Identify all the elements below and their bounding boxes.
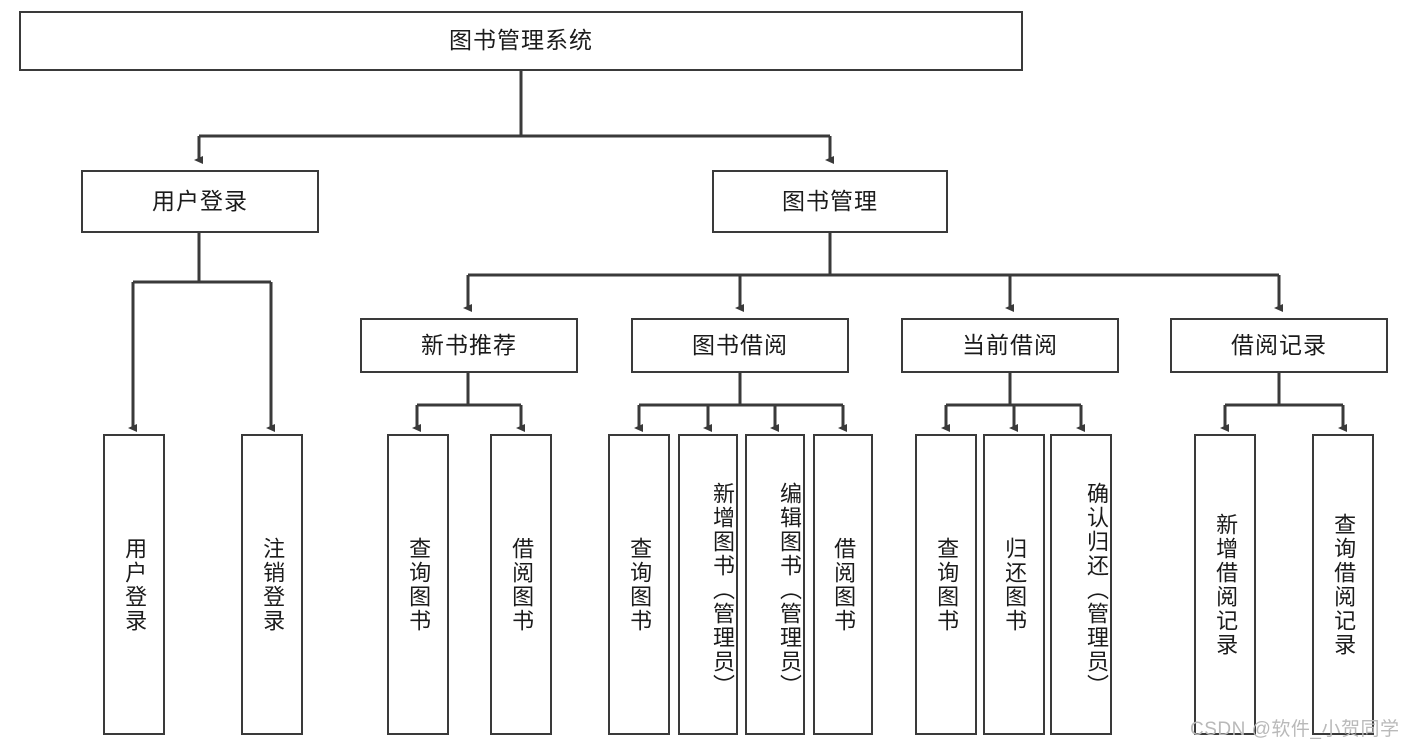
leaf-new-book-borrow-book[interactable]: 借阅图书 — [490, 434, 552, 735]
leaf-current-borrow-query-book-label: 查询图书 — [934, 536, 960, 633]
leaf-user-login-login[interactable]: 用户登录 — [103, 434, 165, 735]
node-new-book-recommend[interactable]: 新书推荐 — [360, 318, 578, 373]
leaf-book-borrow-edit-book-label: 编辑图书（管理员） — [777, 481, 802, 698]
node-user-login[interactable]: 用户登录 — [81, 170, 319, 233]
node-borrow-record[interactable]: 借阅记录 — [1170, 318, 1388, 373]
node-user-login-label: 用户登录 — [152, 187, 248, 214]
leaf-book-borrow-add-book-label: 新增图书（管理员） — [710, 481, 735, 698]
leaf-new-book-borrow-book-label: 借阅图书 — [509, 536, 535, 633]
leaf-borrow-record-add-record[interactable]: 新增借阅记录 — [1194, 434, 1256, 735]
leaf-new-book-query-book[interactable]: 查询图书 — [387, 434, 449, 735]
leaf-current-borrow-query-book[interactable]: 查询图书 — [915, 434, 977, 735]
leaf-user-login-logout[interactable]: 注销登录 — [241, 434, 303, 735]
node-root-system-label: 图书管理系统 — [449, 27, 593, 54]
node-current-borrow[interactable]: 当前借阅 — [901, 318, 1119, 373]
leaf-book-borrow-query-book-label: 查询图书 — [627, 536, 653, 633]
node-new-book-recommend-label: 新书推荐 — [421, 331, 517, 358]
leaf-borrow-record-query-record[interactable]: 查询借阅记录 — [1312, 434, 1374, 735]
leaf-book-borrow-query-book[interactable]: 查询图书 — [608, 434, 670, 735]
leaf-book-borrow-edit-book[interactable]: 编辑图书（管理员） — [745, 434, 805, 735]
node-book-borrow-label: 图书借阅 — [692, 331, 788, 358]
node-current-borrow-label: 当前借阅 — [962, 331, 1058, 358]
leaf-book-borrow-add-book[interactable]: 新增图书（管理员） — [678, 434, 738, 735]
leaf-current-borrow-confirm-return[interactable]: 确认归还（管理员） — [1050, 434, 1112, 735]
leaf-current-borrow-confirm-return-label: 确认归还（管理员） — [1084, 481, 1109, 698]
leaf-book-borrow-borrow-book-label: 借阅图书 — [831, 536, 857, 633]
node-book-borrow[interactable]: 图书借阅 — [631, 318, 849, 373]
leaf-book-borrow-borrow-book[interactable]: 借阅图书 — [813, 434, 873, 735]
leaf-new-book-query-book-label: 查询图书 — [406, 536, 432, 633]
leaf-current-borrow-return-book[interactable]: 归还图书 — [983, 434, 1045, 735]
node-root-system[interactable]: 图书管理系统 — [19, 11, 1023, 71]
csdn-watermark: CSDN @软件_小贺同学 — [1190, 719, 1400, 740]
leaf-current-borrow-return-book-label: 归还图书 — [1002, 536, 1028, 633]
leaf-borrow-record-add-record-label: 新增借阅记录 — [1213, 512, 1239, 657]
leaf-user-login-logout-label: 注销登录 — [260, 536, 286, 633]
leaf-user-login-login-label: 用户登录 — [122, 536, 148, 633]
node-book-management[interactable]: 图书管理 — [712, 170, 948, 233]
leaf-borrow-record-query-record-label: 查询借阅记录 — [1331, 512, 1357, 657]
node-borrow-record-label: 借阅记录 — [1231, 331, 1327, 358]
node-book-management-label: 图书管理 — [782, 187, 878, 214]
